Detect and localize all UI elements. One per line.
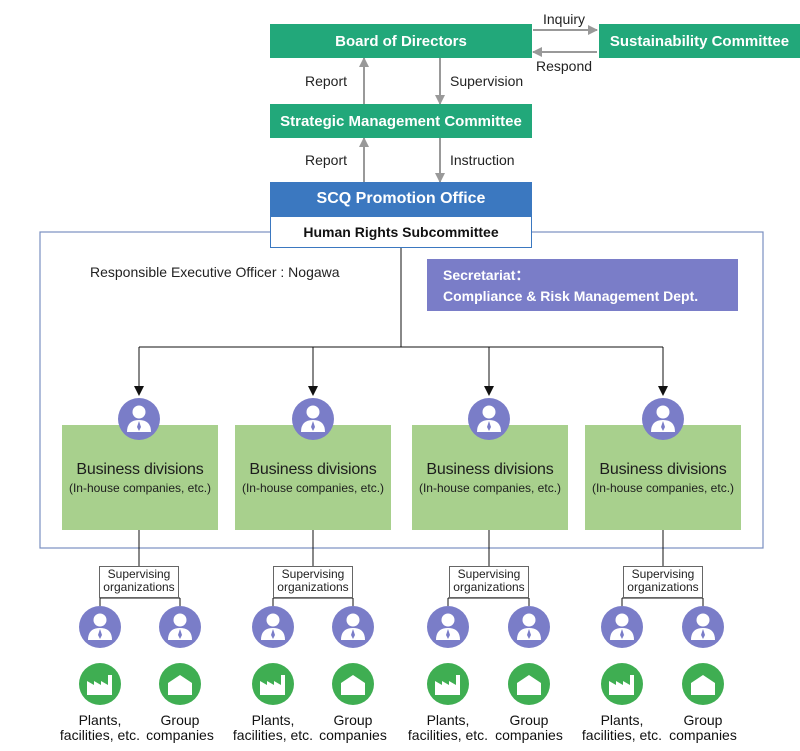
instruction-label: Instruction — [450, 152, 515, 168]
board-of-directors-box: Board of Directors — [270, 24, 532, 58]
supervising-line2: organizations — [627, 580, 699, 594]
plants-caption-line1: Plants, — [78, 712, 122, 728]
person-icon — [158, 605, 202, 654]
supervising-line1: Supervising — [631, 567, 695, 581]
group-caption-line1: Group — [333, 712, 373, 728]
person-icon — [331, 605, 375, 654]
plants-caption-line1: Plants, — [600, 712, 644, 728]
supervising-line2: organizations — [103, 580, 175, 594]
division-title: Business divisions — [426, 461, 554, 478]
strategic-management-committee-box: Strategic Management Committee — [270, 104, 532, 138]
group-caption-line2: companies — [146, 727, 214, 743]
plants-caption-line2: facilities, etc. — [407, 727, 489, 743]
supervising-line1: Supervising — [281, 567, 345, 581]
division-subtitle: (In-house companies, etc.) — [241, 481, 385, 495]
plants-caption-line2: facilities, etc. — [232, 727, 314, 743]
person-icon — [117, 397, 161, 446]
plants-caption-line2: facilities, etc. — [59, 727, 141, 743]
supervising-line2: organizations — [277, 580, 349, 594]
inquiry-label: Inquiry — [543, 11, 586, 27]
plants-caption: Plants,facilities, etc. — [55, 713, 145, 743]
secretariat-dept: Compliance & Risk Management Dept. — [443, 288, 699, 304]
secretariat-box: Secretariat： Compliance & Risk Managemen… — [427, 259, 738, 311]
supervising-line1: Supervising — [457, 567, 521, 581]
scq-promotion-office-box: SCQ Promotion Office — [270, 182, 532, 216]
supervising-line1: Supervising — [107, 567, 171, 581]
business-division-box: Business divisions (In-house companies, e… — [62, 425, 218, 530]
responsible-officer-label: Responsible Executive Officer : Nogawa — [90, 264, 340, 280]
group-caption-line2: companies — [669, 727, 737, 743]
person-icon — [78, 605, 122, 654]
group-caption-line1: Group — [683, 712, 723, 728]
division-subtitle: (In-house companies, etc.) — [591, 481, 735, 495]
division-title: Business divisions — [599, 461, 727, 478]
supervision-label: Supervision — [450, 73, 524, 89]
building-icon — [331, 662, 375, 711]
bottom-lines — [99, 530, 704, 606]
plants-caption-line2: facilities, etc. — [581, 727, 663, 743]
person-icon — [681, 605, 725, 654]
group-caption-line1: Group — [160, 712, 200, 728]
plants-caption-line1: Plants, — [426, 712, 470, 728]
plants-caption-line1: Plants, — [251, 712, 295, 728]
person-icon — [291, 397, 335, 446]
person-icon — [600, 605, 644, 654]
plants-caption: Plants,facilities, etc. — [577, 713, 667, 743]
person-icon — [251, 605, 295, 654]
person-icon — [641, 397, 685, 446]
factory-icon — [251, 662, 295, 711]
building-icon — [158, 662, 202, 711]
plants-caption: Plants,facilities, etc. — [228, 713, 318, 743]
person-icon — [507, 605, 551, 654]
factory-icon — [426, 662, 470, 711]
building-icon — [681, 662, 725, 711]
plants-caption: Plants,facilities, etc. — [403, 713, 493, 743]
person-icon — [467, 397, 511, 446]
division-arrows — [134, 347, 668, 396]
factory-icon — [600, 662, 644, 711]
group-caption-line1: Group — [509, 712, 549, 728]
business-division-box: Business divisions (In-house companies, e… — [412, 425, 568, 530]
division-subtitle: (In-house companies, etc.) — [68, 481, 212, 495]
division-title: Business divisions — [76, 461, 204, 478]
division-subtitle: (In-house companies, etc.) — [418, 481, 562, 495]
human-rights-subcommittee-box: Human Rights Subcommittee — [270, 216, 532, 248]
report-label-1: Report — [305, 73, 348, 89]
report-label-2: Report — [305, 152, 348, 168]
factory-icon — [78, 662, 122, 711]
building-icon — [507, 662, 551, 711]
secretariat-title: Secretariat： — [443, 267, 530, 283]
sustainability-committee-box: Sustainability Committee — [599, 24, 800, 58]
business-division-box: Business divisions (In-house companies, e… — [235, 425, 391, 530]
person-icon — [426, 605, 470, 654]
group-caption-line2: companies — [319, 727, 387, 743]
supervising-line2: organizations — [453, 580, 525, 594]
group-caption-line2: companies — [495, 727, 563, 743]
division-title: Business divisions — [249, 461, 377, 478]
business-division-box: Business divisions (In-house companies, e… — [585, 425, 741, 530]
respond-label: Respond — [536, 58, 593, 74]
